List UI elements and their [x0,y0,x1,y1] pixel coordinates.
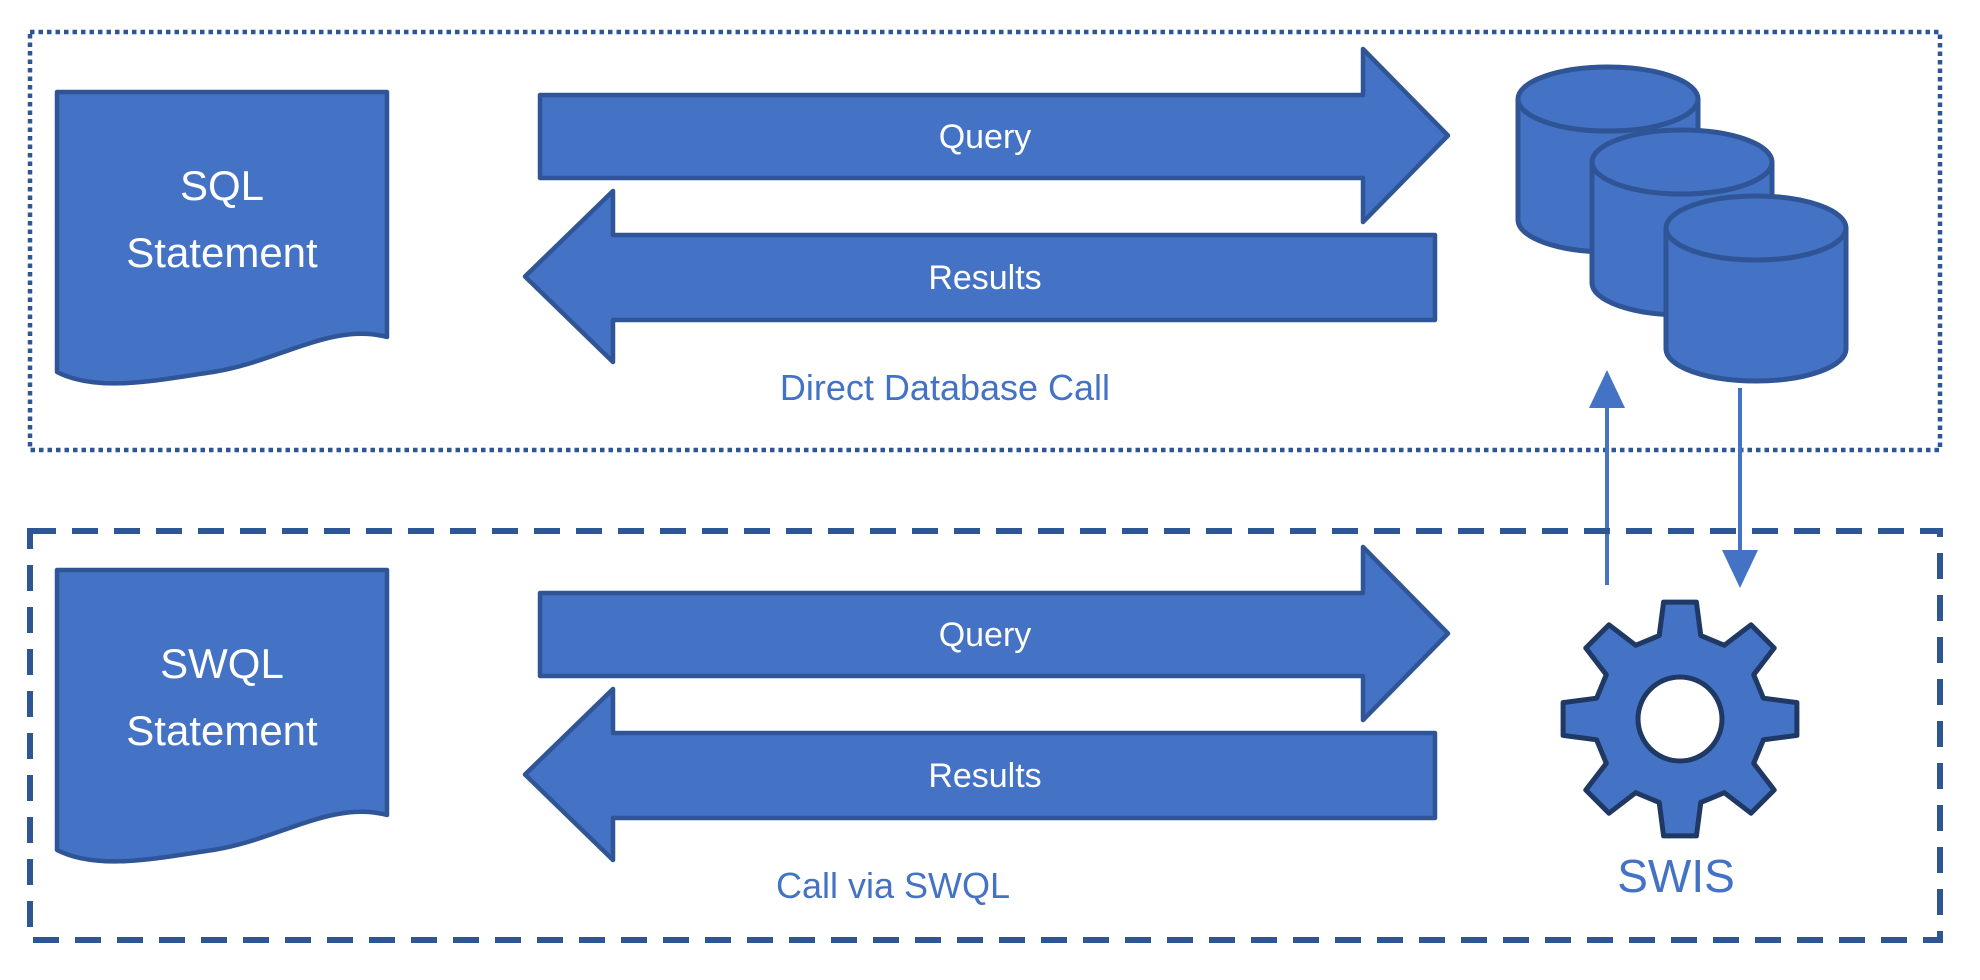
results-arrow-label: Results [928,259,1041,297]
swql-call-boundary [27,528,1943,943]
sql-statement-label-line2: Statement [126,229,318,276]
call-via-swql-section: SWQL Statement Query Results SWIS Call v… [27,528,1943,943]
sql-statement-document [54,89,390,386]
down-arrow [1722,388,1758,588]
database-stack-icon [1515,64,1849,384]
database-cylinder-front [1663,193,1849,384]
direct-call-caption: Direct Database Call [780,367,1110,408]
direct-database-call-section: SQL Statement Query Results Direct Datab… [27,29,1943,453]
results-arrow [522,686,1438,863]
query-arrow-label: Query [939,616,1032,654]
up-arrow [1589,370,1625,585]
sql-statement-label-line1: SQL [180,162,264,209]
query-arrow [537,544,1451,723]
swql-statement-label-line2: Statement [126,707,318,754]
results-arrow [522,188,1438,365]
gear-icon [1560,599,1800,839]
gear-hole [1635,674,1725,764]
swql-statement-document [54,567,390,864]
swql-call-caption: Call via SWQL [776,865,1010,906]
query-arrow-label: Query [939,118,1032,156]
query-arrow [537,46,1451,225]
swql-statement-label-line1: SWQL [160,640,284,687]
results-arrow-label: Results [928,757,1041,795]
swis-to-database-connectors [1589,370,1758,588]
swis-label: SWIS [1617,850,1735,902]
direct-call-boundary [27,29,1943,453]
